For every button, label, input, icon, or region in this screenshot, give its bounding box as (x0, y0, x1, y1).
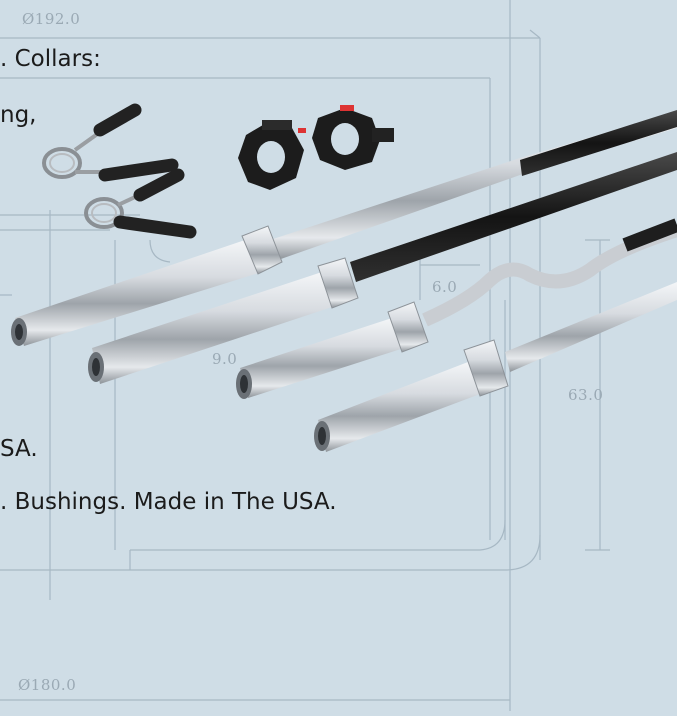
dimension-label-gap: 6.0 (432, 278, 458, 296)
curl-ez-bar (236, 218, 677, 399)
copy-line-collars: . Collars: (0, 46, 101, 72)
copy-line-3: SA. (0, 436, 38, 462)
dimension-lines (0, 0, 610, 711)
black-shaft-barbell (88, 152, 677, 384)
dimension-label-bottom: Ø180.0 (18, 676, 77, 694)
olympic-barbell (11, 110, 677, 346)
dimension-label-offset: 9.0 (212, 350, 238, 368)
dimension-label-top: Ø192.0 (22, 10, 81, 28)
chrome-barbell (314, 282, 677, 452)
copy-line-bushings: . Bushings. Made in The USA. (0, 489, 337, 515)
dimension-label-height: 63.0 (568, 386, 604, 404)
lockjaw-collar (238, 105, 394, 190)
copy-line-2: ng, (0, 102, 37, 128)
spring-clip-collar (42, 103, 197, 239)
